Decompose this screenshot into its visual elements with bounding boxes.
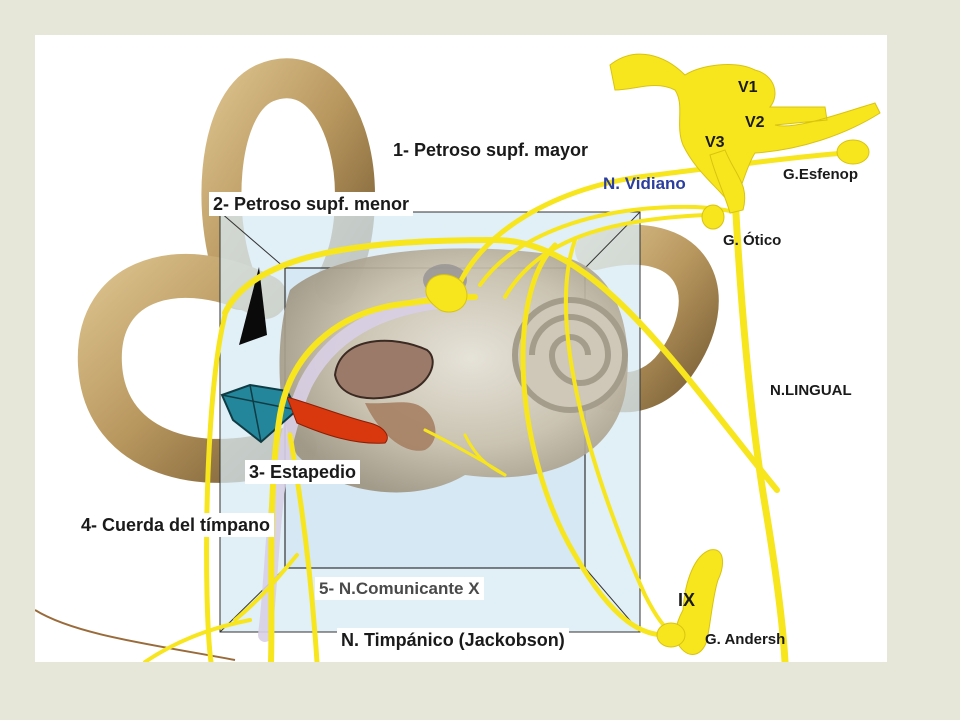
label-ix: IX xyxy=(678,590,696,610)
label-v1: V1 xyxy=(738,79,758,96)
stapes xyxy=(333,339,434,400)
label-otico: G. Ótico xyxy=(723,232,782,249)
label-timpanico: N. Timpánico (Jackobson) xyxy=(337,628,569,652)
direction-arrow-icon xyxy=(239,267,267,345)
label-v2: V2 xyxy=(745,114,765,131)
label-petroso-menor: 2- Petroso supf. menor xyxy=(209,192,414,216)
label-petroso-mayor: 1- Petroso supf. mayor xyxy=(389,138,593,162)
label-lingual: N.LINGUAL xyxy=(770,382,852,399)
diagram-slide: 1- Petroso supf. mayor 2- Petroso supf. … xyxy=(35,35,887,662)
posterior-semicircular-canal xyxy=(77,254,317,483)
label-comunicante-x: 5- N.Comunicante X xyxy=(315,577,484,600)
label-vidiano: N. Vidiano xyxy=(603,174,686,193)
lingual-nerve xyxy=(731,191,789,662)
label-estapedio: 3- Estapedio xyxy=(245,460,361,484)
label-cuerda-timpano: 4- Cuerda del tímpano xyxy=(77,513,275,537)
stapedius-muscle xyxy=(286,396,388,444)
tympanic-nerve xyxy=(520,242,668,638)
greater-petrosal-nerve xyxy=(452,150,848,298)
chorda-tympani xyxy=(222,236,780,493)
label-esfenop: G.Esfenop xyxy=(783,166,859,183)
trigeminal-ganglion xyxy=(609,53,881,201)
anatomy-illustration xyxy=(35,53,881,662)
sphenopalatine-ganglion xyxy=(836,139,870,165)
facial-nerve xyxy=(268,294,478,662)
otic-ganglion xyxy=(701,204,725,230)
communicating-branch-x xyxy=(233,553,299,622)
label-andersh: G. Andersh xyxy=(705,631,786,648)
nerve-paths xyxy=(143,150,848,662)
label-v3: V3 xyxy=(705,134,725,151)
incus-process xyxy=(365,402,436,451)
yellow-ganglion xyxy=(425,274,468,313)
brown-nerve xyxy=(35,609,236,661)
